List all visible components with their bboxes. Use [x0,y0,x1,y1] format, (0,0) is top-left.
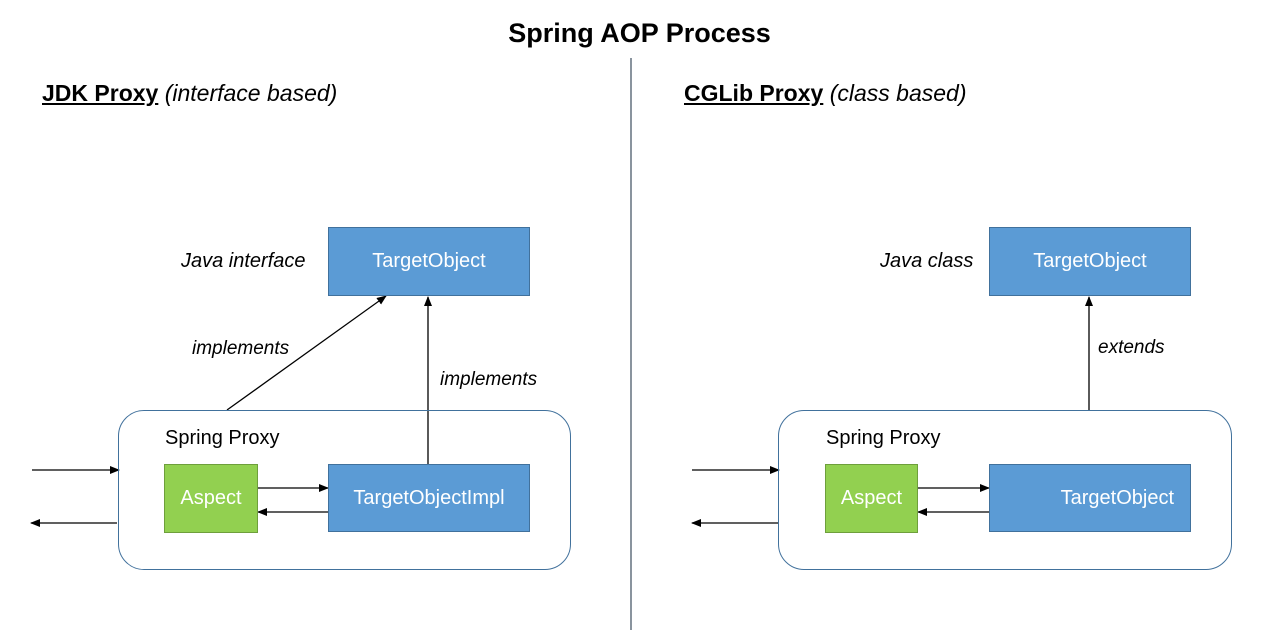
cglib-target-object-box: TargetObject [989,464,1191,532]
cglib-proxy-heading-note: (class based) [829,80,967,106]
cglib-proxy-heading-strong: CGLib Proxy [684,80,824,106]
implements-label-vertical: implements [440,369,538,390]
diagram-title: Spring AOP Process [508,18,771,48]
jdk-proxy-heading-strong: JDK Proxy [42,80,159,106]
cglib-proxy-heading: CGLib Proxy (class based) [684,78,966,108]
jdk-spring-proxy-container [118,410,571,570]
target-object-impl-box: TargetObjectImpl [328,464,530,532]
proxy-implements-interface-arrow [226,295,387,411]
jdk-aspect-box: Aspect [164,464,258,533]
cglib-aspect-box: Aspect [825,464,918,533]
cglib-spring-proxy-label: Spring Proxy [826,427,941,449]
java-class-label: Java class [880,250,974,272]
extends-label: extends [1098,337,1165,358]
jdk-proxy-heading-note: (interface based) [164,80,338,106]
target-object-interface-box: TargetObject [328,227,530,296]
cglib-spring-proxy-container [778,410,1232,570]
implements-label-diagonal: implements [192,338,290,359]
jdk-proxy-heading: JDK Proxy (interface based) [42,78,337,108]
java-interface-label: Java interface [181,250,306,272]
target-object-class-box: TargetObject [989,227,1191,296]
jdk-spring-proxy-label: Spring Proxy [165,427,280,449]
